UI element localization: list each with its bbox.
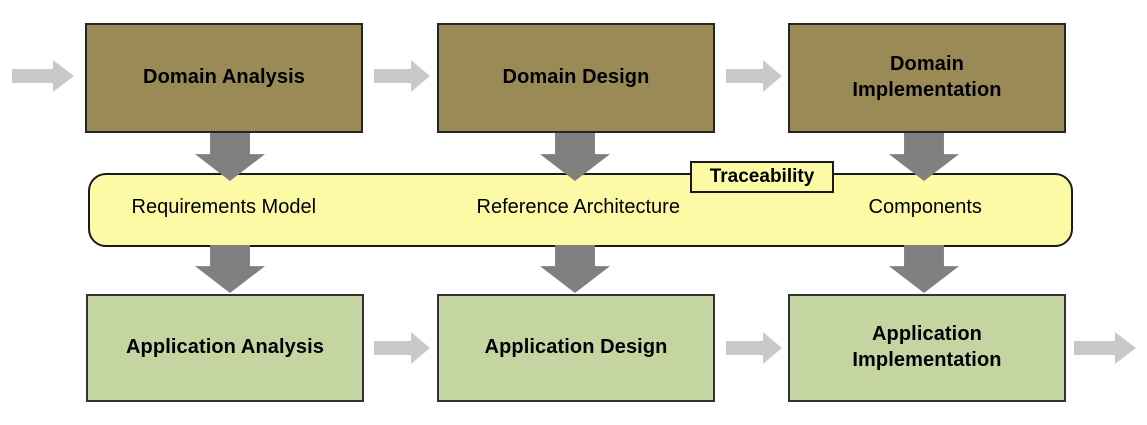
arrow-components-to-app-impl <box>889 245 959 293</box>
arrow-domain-impl-to-components <box>889 133 959 181</box>
arrow-out-of-application-impl <box>1074 332 1136 364</box>
application-analysis-box[interactable]: Application Analysis <box>86 294 364 402</box>
arrow-reference-architecture-to-app-design <box>540 245 610 293</box>
arrow-into-domain-analysis <box>12 60 74 92</box>
arrow-domain-design-to-impl <box>726 60 782 92</box>
arrow-domain-analysis-to-requirements-model <box>195 133 265 181</box>
arrow-app-analysis-to-design <box>726 332 782 364</box>
traceability-label: Traceability <box>709 166 815 187</box>
arrow-domain-design-to-reference-architecture <box>540 133 610 181</box>
components-label: Components <box>868 196 982 218</box>
arrow-requirements-model-to-app-analysis <box>195 245 265 293</box>
domain-design-box[interactable]: Domain Design <box>437 23 715 133</box>
requirements-model-label: Requirements Model <box>131 196 317 218</box>
domain-analysis-box[interactable]: Domain Analysis <box>85 23 363 133</box>
traceability-callout-box[interactable]: Traceability <box>690 161 834 193</box>
application-design-box[interactable]: Application Design <box>437 294 715 402</box>
arrow-into-application-analysis <box>374 332 430 364</box>
application-analysis-label: Application Analysis <box>126 336 324 359</box>
domain-design-label: Domain Design <box>502 66 650 89</box>
reference-architecture-label: Reference Architecture <box>476 196 680 218</box>
arrow-domain-analysis-to-design <box>374 60 430 92</box>
application-design-label: Application Design <box>484 336 668 359</box>
domain-analysis-label: Domain Analysis <box>143 66 305 89</box>
